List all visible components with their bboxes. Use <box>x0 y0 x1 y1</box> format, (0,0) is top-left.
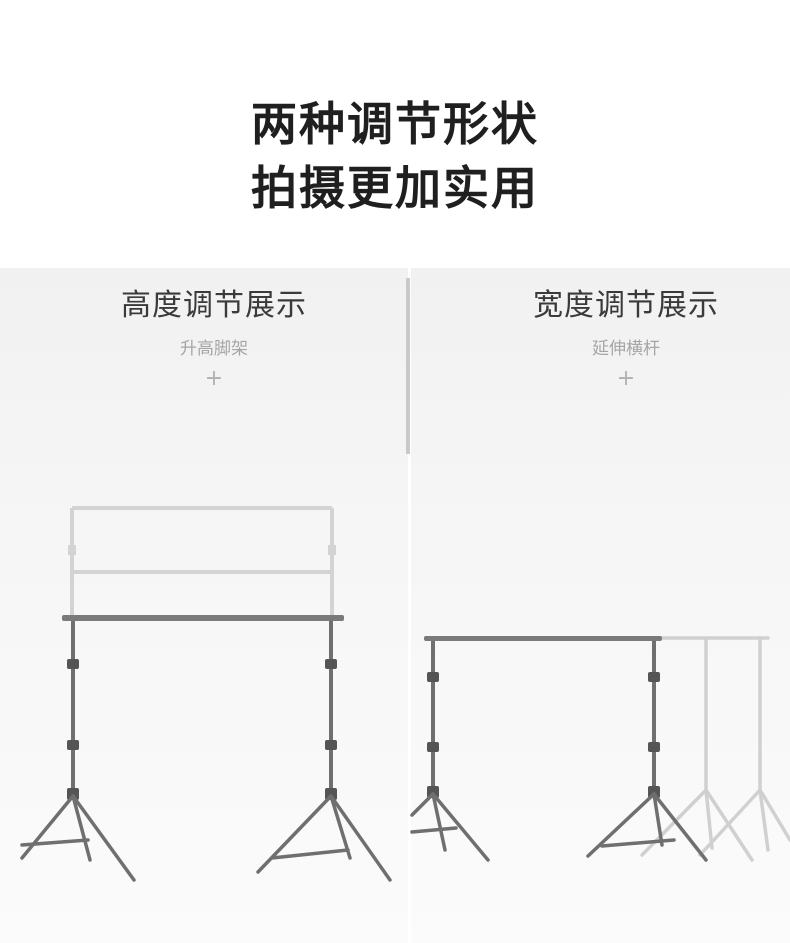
headline-line-2: 拍摄更加实用 <box>251 161 539 215</box>
width-adjust-title: 宽度调节展示 <box>533 288 719 323</box>
headline-line-1: 两种调节形状 <box>251 97 539 151</box>
width-adjust-panel <box>411 268 790 943</box>
height-adjust-subtitle: 升高脚架 <box>180 339 248 359</box>
height-uprights <box>71 621 333 790</box>
width-plus-icon: + <box>616 366 636 391</box>
ghost-extended-stands <box>640 636 790 862</box>
width-uprights <box>431 641 656 790</box>
height-plus-icon: + <box>204 366 224 391</box>
panel-gap <box>408 454 410 943</box>
width-clamps <box>427 672 660 798</box>
ghost-clamps <box>68 545 336 555</box>
width-crossbar <box>424 636 662 641</box>
width-tripod-legs <box>410 792 708 862</box>
height-crossbar <box>62 615 344 621</box>
height-tripod-legs <box>20 794 392 882</box>
panel-divider <box>406 278 410 454</box>
ghost-raised-frame <box>70 506 334 616</box>
width-adjust-subtitle: 延伸横杆 <box>592 339 660 359</box>
header-section: 两种调节形状 拍摄更加实用 <box>0 0 790 268</box>
height-adjust-title: 高度调节展示 <box>121 288 307 323</box>
